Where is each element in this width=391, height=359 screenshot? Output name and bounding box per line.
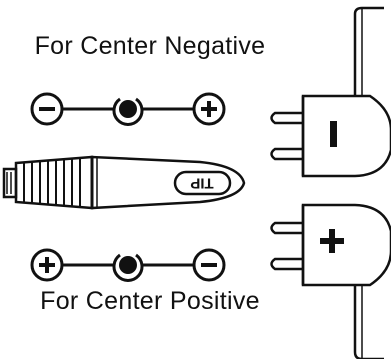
negative-terminal-icon xyxy=(192,248,226,282)
center-negative-polarity-symbol xyxy=(30,92,226,126)
barrel-connector xyxy=(2,155,246,210)
center-positive-caption: For Center Positive xyxy=(40,287,260,315)
center-positive-polarity-symbol xyxy=(30,248,226,282)
center-positive-plug xyxy=(270,203,391,359)
positive-terminal-icon xyxy=(192,92,226,126)
center-negative-caption: For Center Negative xyxy=(34,32,266,60)
center-negative-plug xyxy=(270,6,391,178)
tip-label-badge xyxy=(173,170,232,196)
center-pin-icon xyxy=(112,97,144,126)
center-pin-icon xyxy=(112,253,144,282)
tip-label-text: TIP xyxy=(190,175,213,192)
tip-label: TIP xyxy=(190,175,213,192)
plug-plus-mark-vertical xyxy=(329,229,335,253)
plug-minus-mark xyxy=(330,121,337,147)
